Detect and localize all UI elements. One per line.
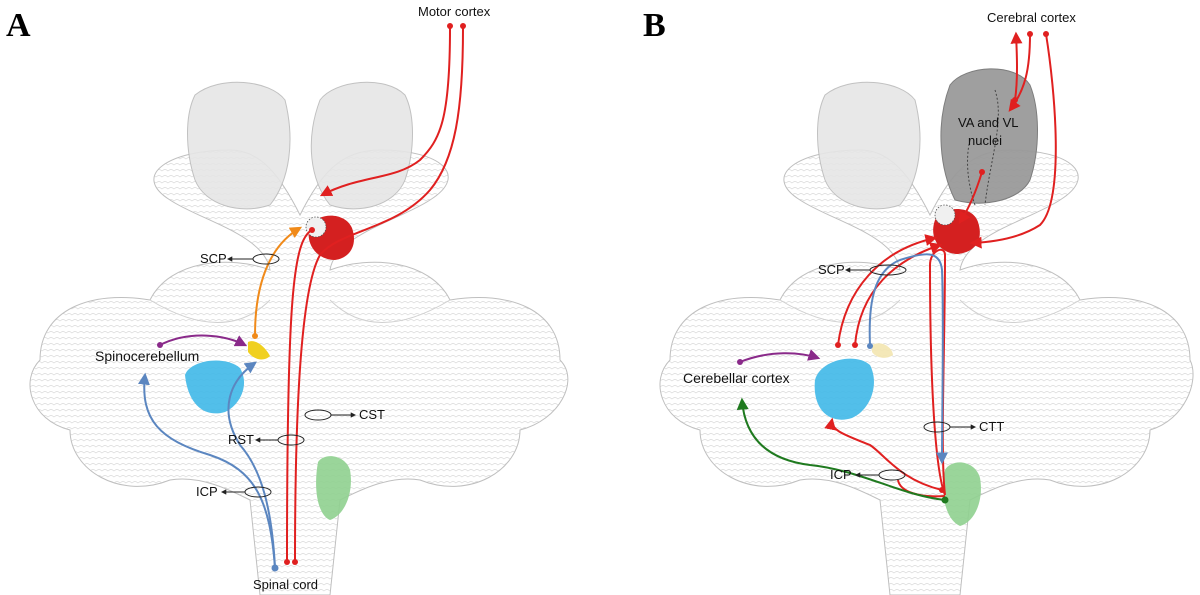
purple-pathway-b-origin xyxy=(737,359,743,365)
motor-cortex-label: Motor cortex xyxy=(418,4,491,19)
orange-pathway-a-origin xyxy=(252,333,258,339)
blue-pathway-b-origin xyxy=(867,343,873,349)
cst-label-a: CST xyxy=(359,407,385,422)
red-pathway-a-1 xyxy=(319,27,451,197)
purple-pathway-b xyxy=(739,349,821,363)
red-pathway-b-6 xyxy=(854,242,943,346)
red-pathway-b-6-origin xyxy=(852,342,858,348)
red-pathway-a-2-end xyxy=(292,559,298,565)
dentate-nucleus-b xyxy=(814,358,874,420)
red-pathway-a-1-origin xyxy=(447,23,453,29)
rst-label-a: RST xyxy=(228,432,254,447)
red-nucleus-hatched-a xyxy=(305,216,327,238)
red-pathway-b-4-origin xyxy=(979,169,985,175)
blue-pathway-b xyxy=(868,253,949,465)
red-pathway-b-8 xyxy=(824,417,943,491)
cerebral-cortex-label: Cerebral cortex xyxy=(987,10,1076,25)
red-pathway-a-3-origin xyxy=(309,227,315,233)
red-pathway-b-5-origin xyxy=(835,342,841,348)
red-pathway-b-3 xyxy=(969,33,1057,249)
red-pathway-b-8-origin xyxy=(939,487,945,493)
red-nucleus-hatched-b xyxy=(934,204,956,226)
purple-pathway-a xyxy=(159,334,248,347)
cerebellar-cortex-label: Cerebellar cortex xyxy=(683,370,790,386)
va-vl-nuclei-outline-2 xyxy=(967,139,976,206)
thalamus-left-b xyxy=(817,81,921,210)
ctt-label-b: CTT xyxy=(979,419,1004,434)
red-pathway-b-4 xyxy=(958,171,983,224)
red-pathway-a-3-end xyxy=(284,559,290,565)
red-pathway-a-3 xyxy=(286,229,313,563)
red-pathway-b-1 xyxy=(1010,31,1023,101)
green-pathway-b xyxy=(736,397,946,501)
red-pathway-a-2-origin xyxy=(460,23,466,29)
scp-label-a: SCP xyxy=(200,251,227,266)
thalamus-right-a xyxy=(310,81,413,210)
panel-a-letter: A xyxy=(6,7,31,44)
red-pathway-b-2 xyxy=(1008,33,1031,112)
inferior-olive-b xyxy=(943,462,981,526)
panel-a: A xyxy=(6,4,569,595)
red-pathway-b-2-origin xyxy=(1027,31,1033,37)
orange-pathway-a xyxy=(254,226,303,336)
red-pathway-a-2 xyxy=(294,27,464,563)
va-vl-label-line2: nuclei xyxy=(968,133,1002,148)
spinocerebellum-nucleus-a xyxy=(248,341,270,360)
blue-pathway-a-origin xyxy=(271,564,279,572)
panel-b-letter: B xyxy=(643,7,666,44)
spinal-cord-label: Spinal cord xyxy=(253,577,318,592)
thalamus-left-a xyxy=(187,81,291,210)
icp-label-b: ICP xyxy=(830,467,852,482)
inferior-olive-a xyxy=(316,456,351,520)
va-vl-label-line1: VA and VL xyxy=(958,115,1018,130)
brain-mesh-b xyxy=(659,149,1194,595)
purple-pathway-a-origin xyxy=(157,342,163,348)
red-pathway-b-3-origin xyxy=(1043,31,1049,37)
green-pathway-b-origin xyxy=(941,496,949,504)
panel-b: B xyxy=(643,7,1194,595)
blue-pathway-a-2 xyxy=(227,361,276,569)
red-pathway-b-5 xyxy=(837,234,938,346)
small-nucleus-b xyxy=(872,343,893,358)
va-vl-nuclei-outline xyxy=(984,89,999,206)
blue-pathway-a-1 xyxy=(137,372,276,569)
icp-label-a: ICP xyxy=(196,484,218,499)
spinocerebellum-label: Spinocerebellum xyxy=(95,348,199,364)
scp-label-b: SCP xyxy=(818,262,845,277)
